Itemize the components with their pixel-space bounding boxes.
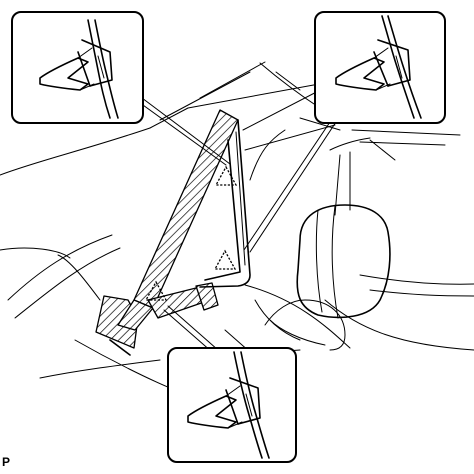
seat-headrest — [296, 204, 391, 319]
callout-bottom — [167, 347, 297, 463]
callout-top-left — [11, 11, 144, 124]
vehicle-body-outline — [0, 61, 474, 391]
clip-marker-1 — [214, 165, 238, 186]
clip-detail-top-right — [335, 15, 422, 119]
seat-back — [264, 299, 346, 351]
figure-code: P — [2, 455, 11, 469]
clip-marker-2 — [213, 249, 237, 270]
clip-detail-bottom — [187, 351, 270, 459]
callout-top-right — [314, 11, 446, 124]
front-door-quarter-trim — [95, 109, 251, 356]
clip-marker-3 — [144, 280, 168, 301]
clip-detail-top-left — [39, 19, 119, 119]
leader-lines — [135, 97, 337, 353]
